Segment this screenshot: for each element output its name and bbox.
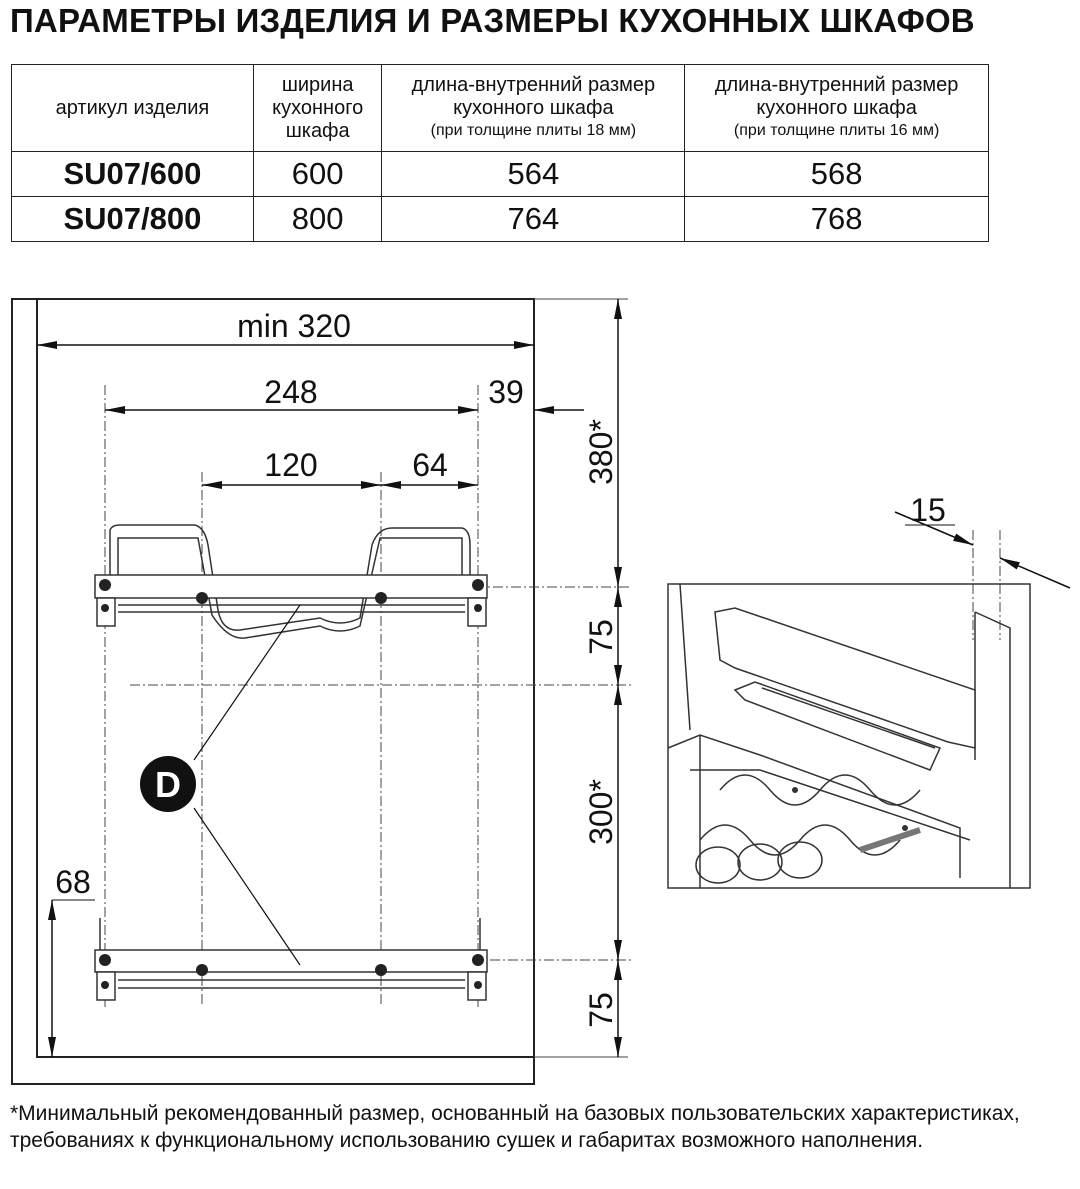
header-length-16: длина-внутренний размер кухонного шкафа …	[684, 64, 989, 152]
top-rail-screws	[99, 579, 484, 612]
top-rack-wire-inner	[117, 537, 463, 639]
header-length-16-note: (при толщине плиты 16 мм)	[733, 122, 940, 139]
screw-icon	[196, 964, 208, 976]
cell-length-18: 764	[381, 196, 686, 242]
dim-label-380: 380*	[583, 419, 619, 485]
callout-label: D	[155, 764, 181, 805]
bottom-rack	[94, 918, 488, 1001]
cabinet-side-panel	[974, 611, 1011, 888]
cabinet-inner-frame	[36, 298, 535, 1058]
vertical-dimensions	[48, 299, 622, 1057]
top-rack	[94, 524, 488, 639]
cell-width: 800	[252, 196, 383, 242]
top-rail-bar	[94, 574, 488, 599]
wire-basket	[719, 774, 921, 806]
bottom-rail-screws	[99, 954, 484, 989]
screw-icon	[902, 825, 908, 831]
dim-label-15: 15	[910, 492, 946, 528]
screw-icon	[375, 592, 387, 604]
dim-label-300: 300*	[583, 779, 619, 845]
cabinet-outline	[11, 298, 535, 1085]
horizontal-dimensions	[37, 341, 584, 489]
callout-leader-top	[193, 604, 301, 761]
cell-article: SU07/800	[11, 196, 254, 242]
screw-icon	[472, 579, 484, 591]
dim-label-64: 64	[412, 447, 448, 483]
screw-icon	[792, 787, 798, 793]
cell-length-16: 768	[684, 196, 989, 242]
dim-label-68: 68	[55, 864, 91, 900]
callout-d: D	[140, 604, 301, 966]
detail-frame	[667, 583, 1031, 889]
cell-length-18: 564	[381, 151, 686, 197]
header-width: ширина кухонного шкафа	[252, 64, 383, 152]
screw-icon	[472, 954, 484, 966]
screw-icon	[101, 981, 109, 989]
header-article-label: артикул изделия	[55, 96, 210, 119]
dim-label-248: 248	[264, 374, 317, 410]
spec-table: артикул изделия ширина кухонного шкафа д…	[11, 64, 989, 242]
dim-label-min-width: min 320	[237, 308, 351, 344]
extension-lines	[534, 298, 628, 1058]
screw-icon	[99, 954, 111, 966]
dim-label-120: 120	[264, 447, 317, 483]
page-title: ПАРАМЕТРЫ ИЗДЕЛИЯ И РАЗМЕРЫ КУХОННЫХ ШКА…	[10, 2, 975, 39]
dim-label-75-top: 75	[583, 619, 619, 655]
top-rack-wire	[109, 524, 471, 631]
screw-icon	[196, 592, 208, 604]
header-length-18: длина-внутренний размер кухонного шкафа …	[381, 64, 686, 152]
screw-icon	[99, 579, 111, 591]
bottom-rail-bar	[94, 949, 488, 973]
table-header-row: артикул изделия ширина кухонного шкафа д…	[11, 64, 989, 152]
footnote: *Минимальный рекомендованный размер, осн…	[10, 1102, 1020, 1152]
rail-lip	[733, 681, 942, 771]
dim-label-39: 39	[488, 374, 524, 410]
top-rail-end-left	[96, 597, 116, 627]
callout-badge	[140, 756, 196, 812]
screw-icon	[474, 981, 482, 989]
dim-label-75-bottom: 75	[583, 992, 619, 1028]
screw-icon	[375, 964, 387, 976]
header-length-18-note: (при толщине плиты 18 мм)	[430, 122, 637, 139]
detail-screws	[792, 787, 908, 831]
header-article: артикул изделия	[11, 64, 254, 152]
dim-15	[894, 511, 1071, 589]
screw-icon	[474, 604, 482, 612]
header-length-16-label: длина-внутренний размер кухонного шкафа	[714, 74, 959, 119]
header-width-label: ширина кухонного шкафа	[272, 73, 364, 142]
perspective-detail	[667, 583, 1031, 889]
header-length-18-label: длина-внутренний размер кухонного шкафа	[411, 74, 656, 119]
table-row: SU07/800 800 764 768	[11, 196, 989, 242]
top-rail-end-right	[467, 597, 487, 627]
rail-profile	[714, 607, 976, 749]
screw-icon	[101, 604, 109, 612]
callout-leader-bottom	[193, 807, 301, 966]
